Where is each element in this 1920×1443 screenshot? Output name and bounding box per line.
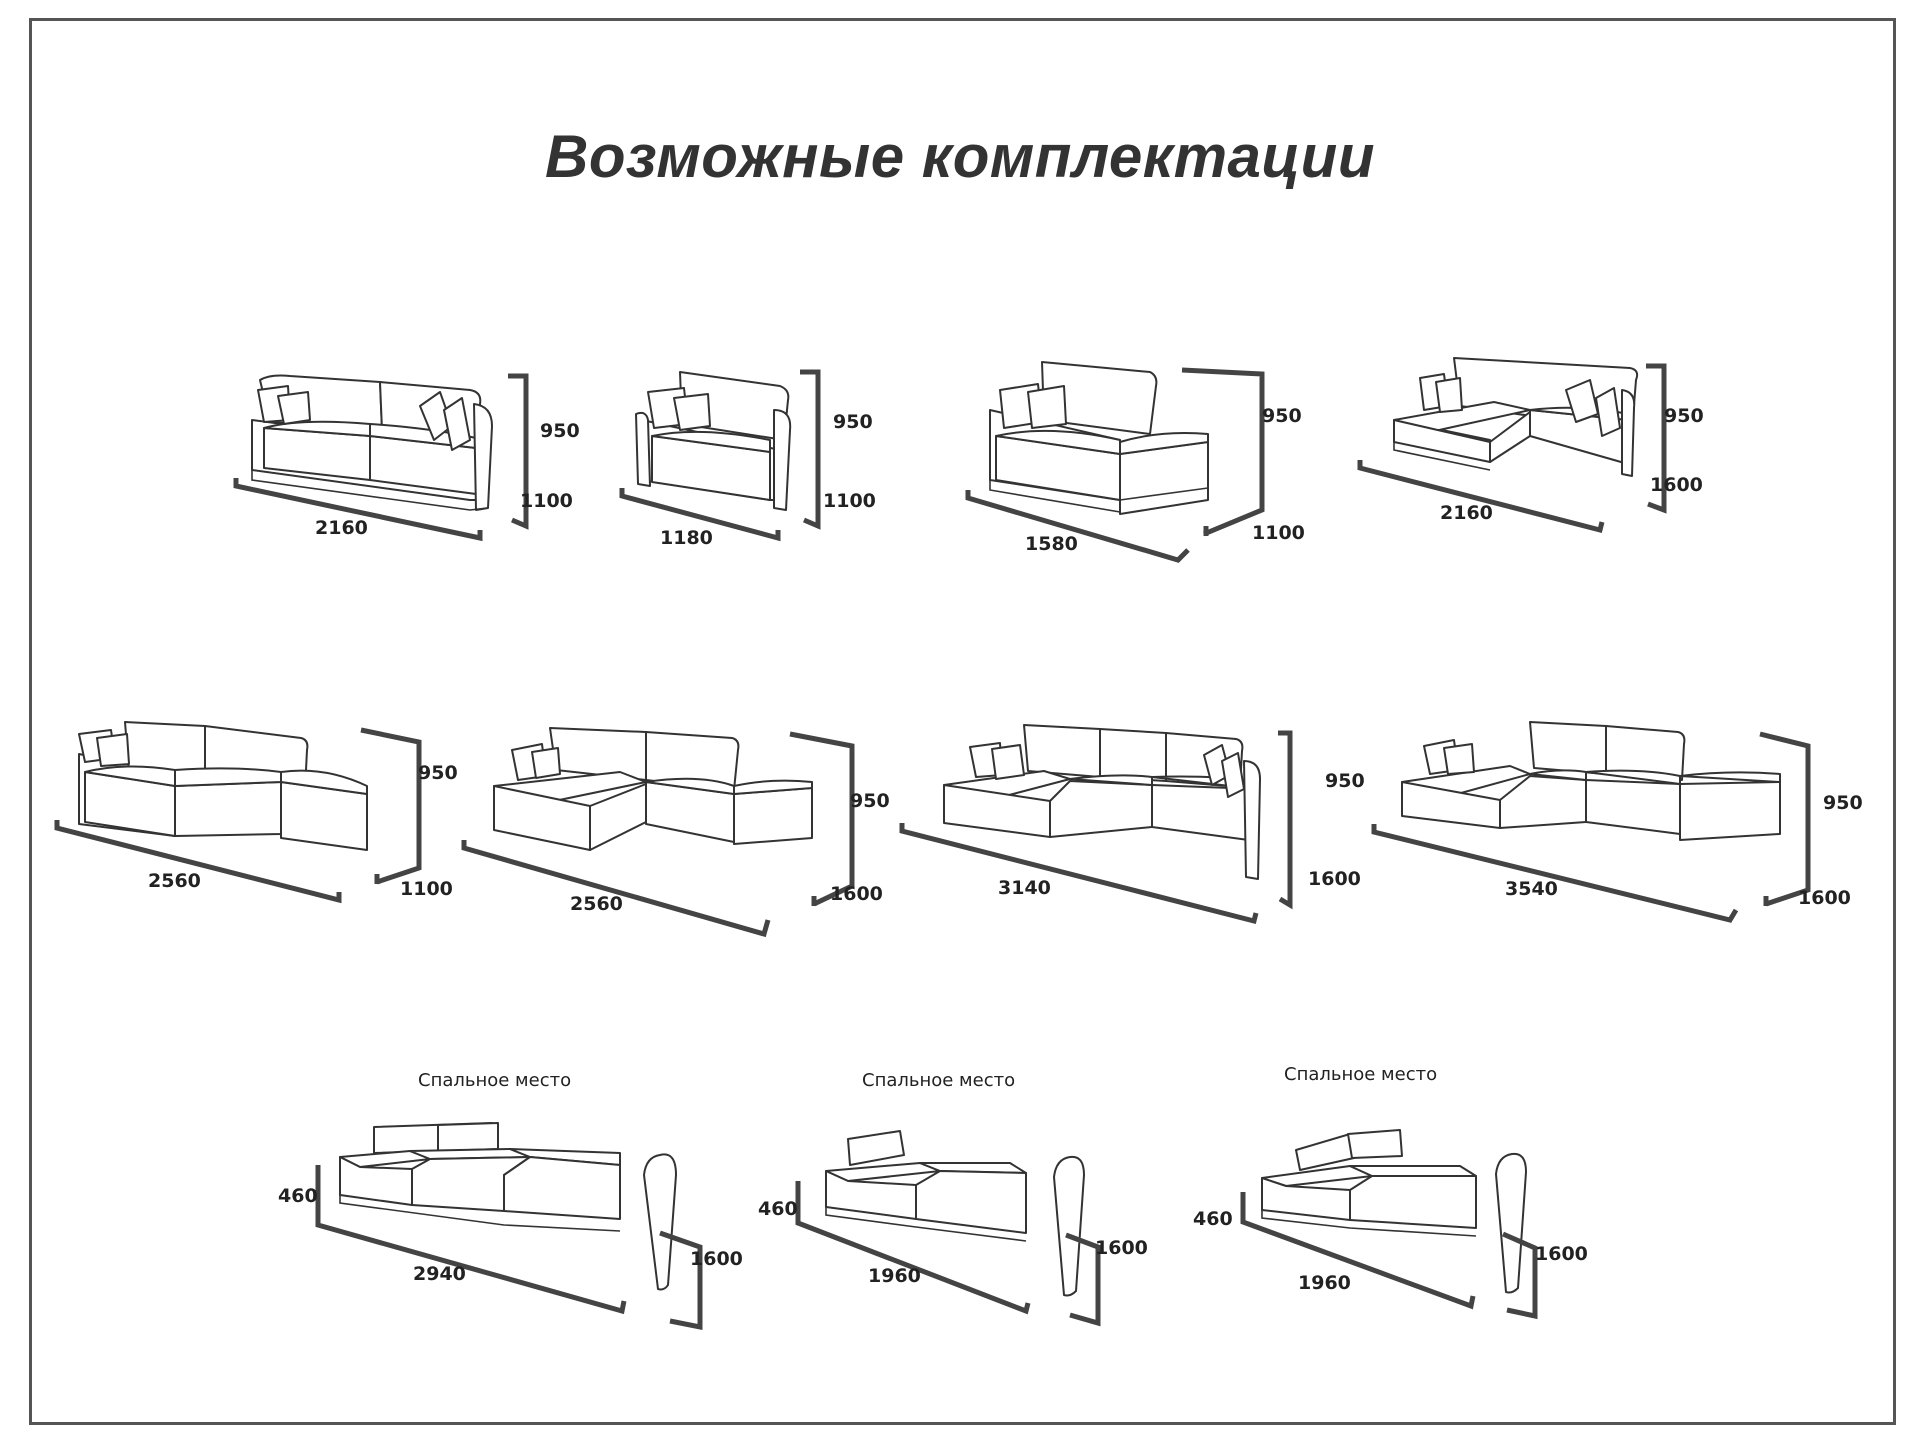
config-8-drawing xyxy=(1401,721,1781,841)
sleeping-3-drawing xyxy=(1261,1129,1527,1294)
config-6-height: 1600 xyxy=(830,883,883,905)
config-3-height: 1100 xyxy=(1252,522,1305,544)
sleeping-2-width: 1960 xyxy=(868,1265,921,1287)
sleeping-1-dimension-lines xyxy=(315,1165,703,1331)
config-3-depth: 950 xyxy=(1262,405,1302,427)
config-4-width: 2160 xyxy=(1440,502,1493,524)
config-6-depth: 950 xyxy=(850,790,890,812)
sleeping-1-height: 460 xyxy=(278,1185,318,1207)
sleeping-1-caption: Спальное место xyxy=(418,1070,572,1091)
config-7-depth: 950 xyxy=(1325,770,1365,792)
config-6-drawing xyxy=(493,727,813,851)
page-frame xyxy=(29,18,1896,1425)
config-8-depth: 950 xyxy=(1823,792,1863,814)
sleeping-3-depth: 1600 xyxy=(1535,1243,1588,1265)
config-5-height: 1100 xyxy=(400,878,453,900)
config-2-width: 1180 xyxy=(660,527,713,549)
config-4-height: 1600 xyxy=(1650,474,1703,496)
config-5-width: 2560 xyxy=(148,870,201,892)
sleeping-2-caption: Спальное место xyxy=(862,1070,1016,1091)
sleeping-1-width: 2940 xyxy=(413,1263,466,1285)
config-1-drawing xyxy=(251,374,493,511)
config-3-drawing xyxy=(989,361,1209,515)
sleeping-2-dimension-lines xyxy=(795,1181,1101,1327)
config-5-depth: 950 xyxy=(418,762,458,784)
config-1-dimension-lines xyxy=(233,373,529,542)
config-2-depth: 950 xyxy=(833,411,873,433)
sleeping-1-depth: 1600 xyxy=(690,1248,743,1270)
sleeping-3-height: 460 xyxy=(1193,1208,1233,1230)
sleeping-2-depth: 1600 xyxy=(1095,1237,1148,1259)
config-3-width: 1580 xyxy=(1025,533,1078,555)
config-8-height: 1600 xyxy=(1798,887,1851,909)
config-2-drawing xyxy=(635,371,792,511)
config-8-width: 3540 xyxy=(1505,878,1558,900)
config-6-dimension-lines xyxy=(461,731,855,938)
sleeping-2-drawing xyxy=(825,1130,1085,1297)
config-4-depth: 950 xyxy=(1664,405,1704,427)
sleeping-3-dimension-lines xyxy=(1240,1192,1538,1320)
config-5-dimension-lines xyxy=(54,727,422,904)
config-4-dimension-lines xyxy=(1357,363,1667,534)
config-1-depth: 950 xyxy=(540,420,580,442)
config-6-width: 2560 xyxy=(570,893,623,915)
config-2-dimension-lines xyxy=(619,369,821,542)
config-7-drawing xyxy=(943,724,1261,880)
config-3-dimension-lines xyxy=(965,367,1265,563)
config-7-height: 1600 xyxy=(1308,868,1361,890)
sleeping-2-height: 460 xyxy=(758,1198,798,1220)
config-8-dimension-lines xyxy=(1371,731,1811,923)
config-1-height: 1100 xyxy=(520,490,573,512)
config-5-drawing xyxy=(78,721,368,851)
sleeping-3-width: 1960 xyxy=(1298,1272,1351,1294)
sleeping-1-drawing xyxy=(339,1122,677,1291)
page-title: Возможные комплектации xyxy=(545,123,1375,190)
sleeping-3-caption: Спальное место xyxy=(1284,1064,1438,1085)
config-7-width: 3140 xyxy=(998,877,1051,899)
config-7-dimension-lines xyxy=(899,730,1293,925)
config-1-width: 2160 xyxy=(315,517,368,539)
config-2-height: 1100 xyxy=(823,490,876,512)
config-4-drawing xyxy=(1393,357,1639,477)
